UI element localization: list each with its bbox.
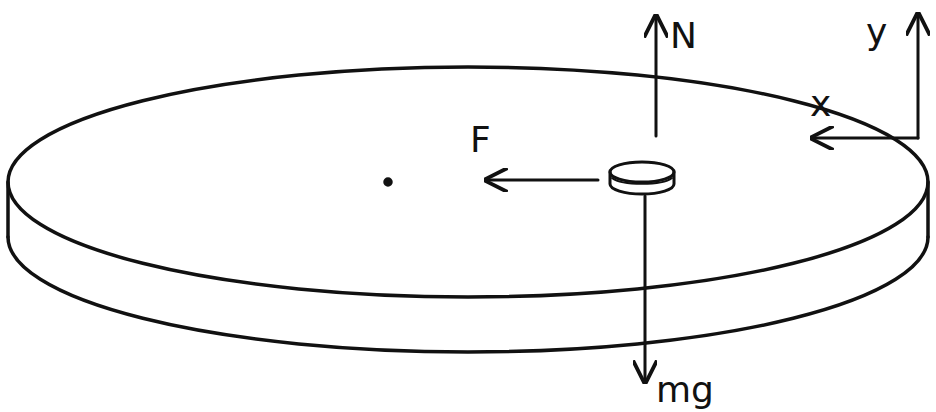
coin-line: [612, 178, 672, 184]
friction-force-arrow: [486, 179, 598, 182]
normal-force-arrow: [655, 16, 658, 136]
coin-side: [610, 172, 674, 194]
force-label: mg: [656, 372, 714, 408]
disk-side: [6, 182, 10, 237]
x-axis-arrow: [812, 137, 918, 140]
weight-arrow: [644, 196, 647, 382]
force-label: N: [670, 18, 697, 54]
disk-side: [926, 182, 930, 237]
coin: [610, 162, 674, 182]
force-label: F: [470, 122, 491, 158]
disk-top: [8, 67, 928, 297]
y-axis-arrow: [917, 14, 920, 138]
axis-label: x: [810, 86, 831, 122]
center-dot: [385, 179, 391, 185]
axis-label: y: [866, 14, 887, 50]
disk-bottom: [8, 237, 928, 352]
